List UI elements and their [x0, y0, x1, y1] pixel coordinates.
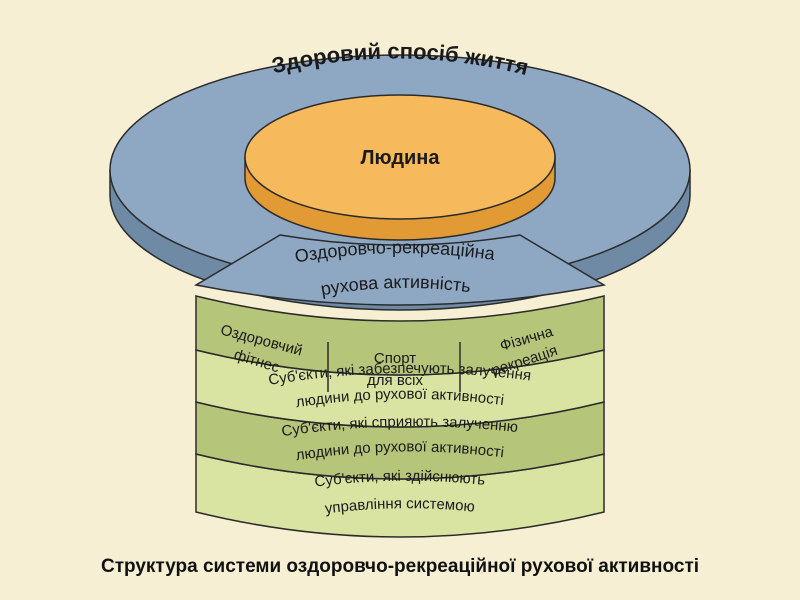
- band-3-line1: Суб'єкти, які здійснюють: [314, 468, 487, 491]
- slide-caption: Структура системи оздоровчо-рекреаційної…: [100, 556, 700, 577]
- center-disc-label: Людина: [360, 147, 440, 169]
- cell-sport-line2: для всіх: [367, 372, 423, 389]
- band-3-line2: управління системою: [324, 495, 476, 517]
- center-disc: [244, 94, 556, 241]
- cell-sport-line1: Спорт: [374, 350, 416, 367]
- cells-band: [195, 295, 605, 392]
